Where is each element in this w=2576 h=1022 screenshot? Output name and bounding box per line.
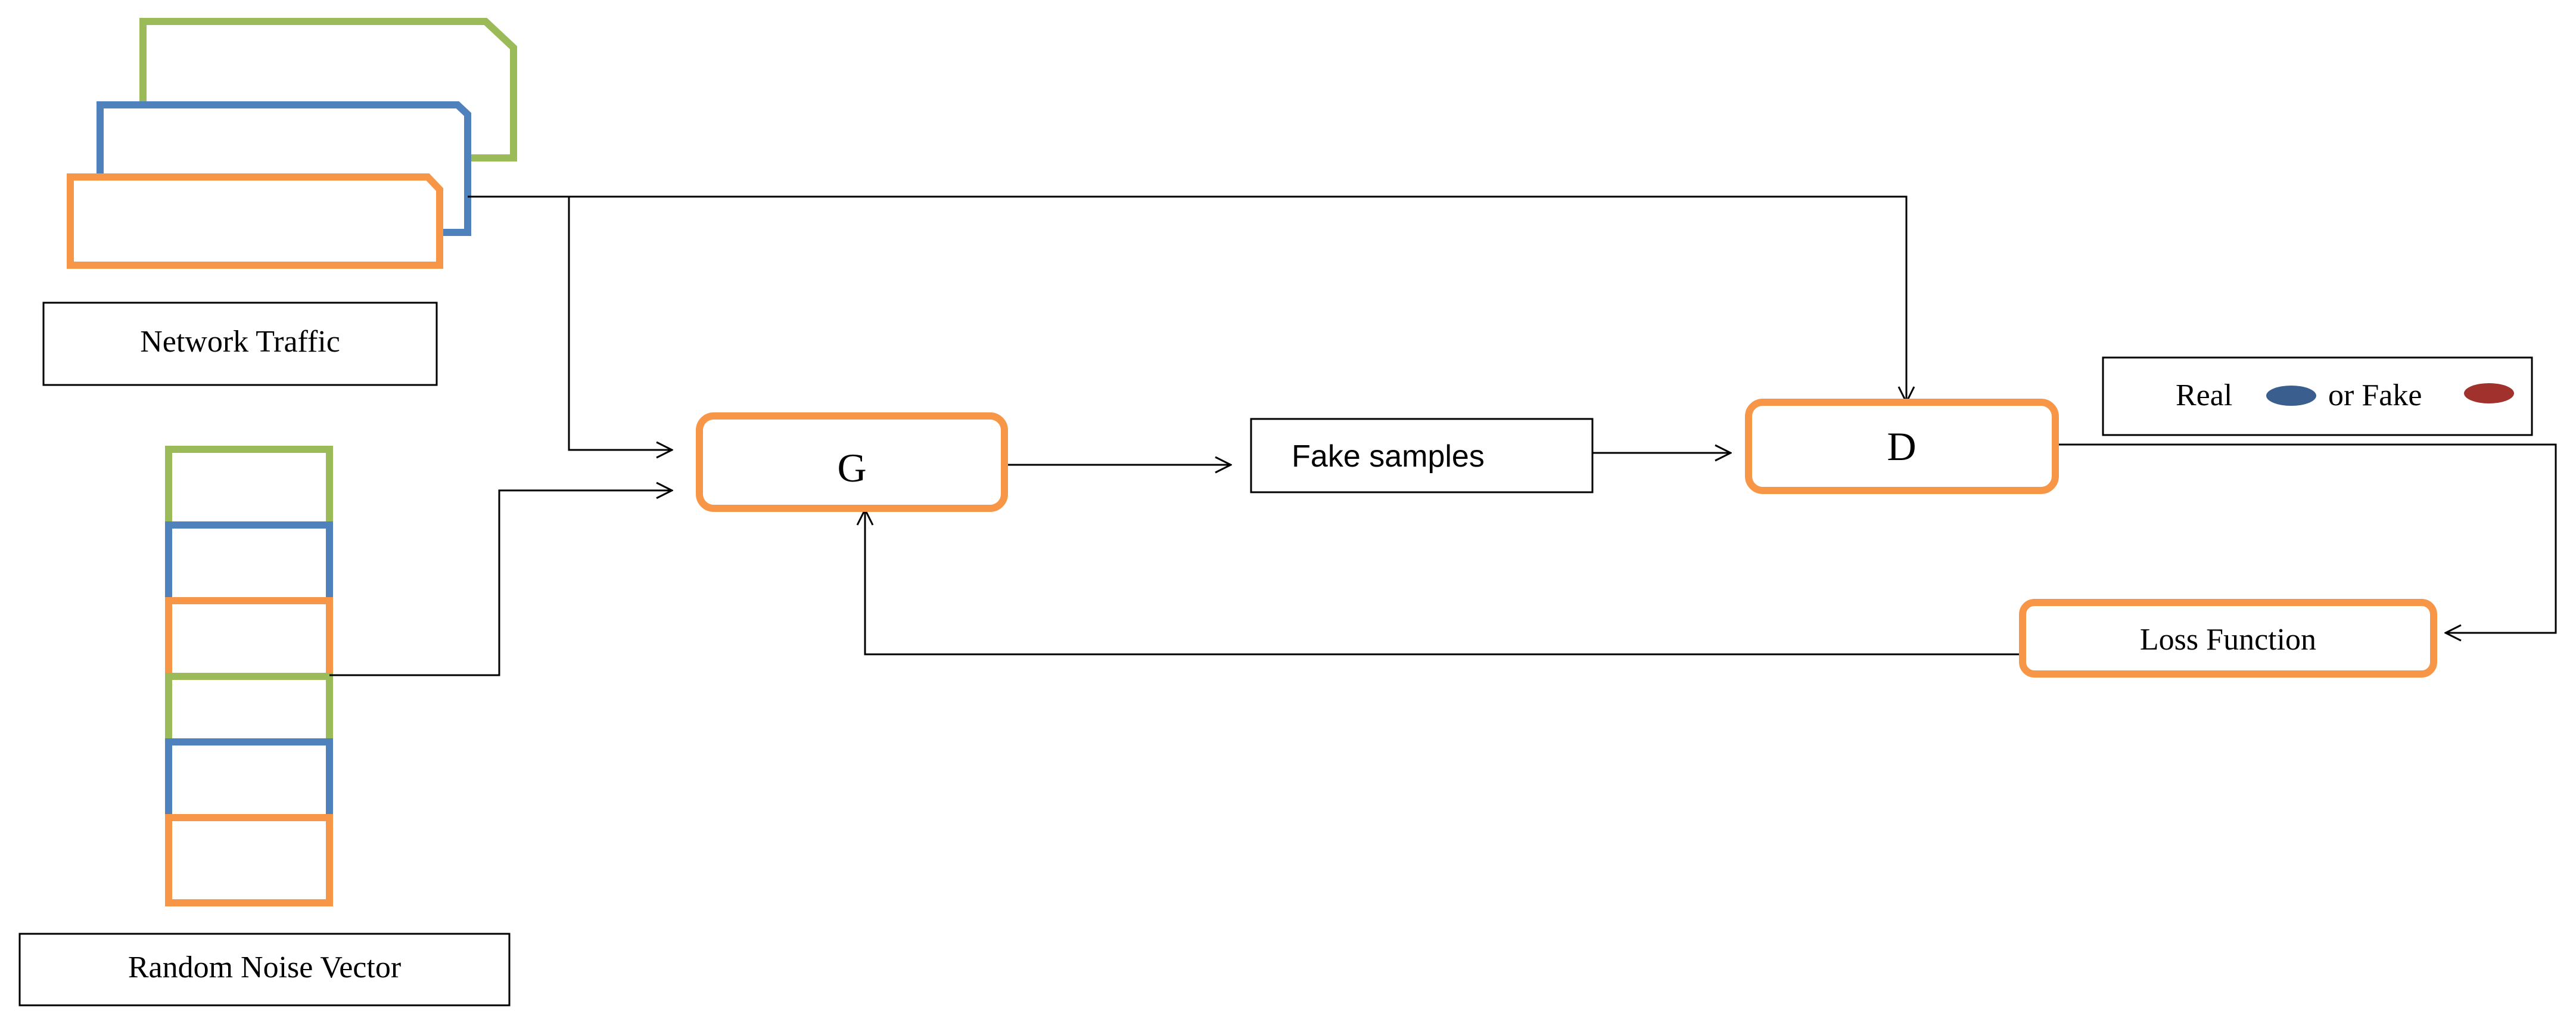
real-dot-icon xyxy=(2266,386,2316,406)
network-traffic-label: Network Traffic xyxy=(140,325,340,359)
noise-cell-4 xyxy=(165,673,333,745)
traffic-card-orange xyxy=(67,173,443,269)
random-noise-box xyxy=(18,933,511,1007)
fake-samples-box xyxy=(1250,418,1594,493)
noise-to-g-line xyxy=(329,490,672,676)
noise-vector-stack xyxy=(165,446,333,906)
discriminator-label: D xyxy=(1887,424,1916,469)
fake-dot-icon xyxy=(2464,383,2514,403)
generator-label: G xyxy=(837,445,866,490)
d-to-loss-line xyxy=(2055,443,2557,633)
network-traffic-box xyxy=(42,302,438,386)
traffic-to-g-line xyxy=(568,197,672,450)
or-fake-label: or Fake xyxy=(2328,378,2422,412)
noise-cell-3 xyxy=(165,597,333,680)
real-or-fake-box xyxy=(2102,356,2533,436)
noise-cell-5 xyxy=(165,738,333,821)
loss-function-box xyxy=(2019,599,2437,678)
noise-cell-1 xyxy=(165,446,333,529)
noise-cell-6 xyxy=(165,814,333,906)
loss-function-label: Loss Function xyxy=(2140,623,2316,657)
generator-box xyxy=(696,412,1008,512)
connectors xyxy=(329,195,2557,676)
fake-samples-label: Fake samples xyxy=(1292,439,1485,474)
loss-to-g-line xyxy=(865,510,2023,656)
real-label: Real xyxy=(2176,378,2232,412)
network-traffic-stack xyxy=(67,18,517,269)
discriminator-box xyxy=(1745,399,2059,494)
traffic-to-d-line xyxy=(468,195,1906,402)
noise-cell-2 xyxy=(165,521,333,604)
random-noise-label: Random Noise Vector xyxy=(128,950,401,984)
